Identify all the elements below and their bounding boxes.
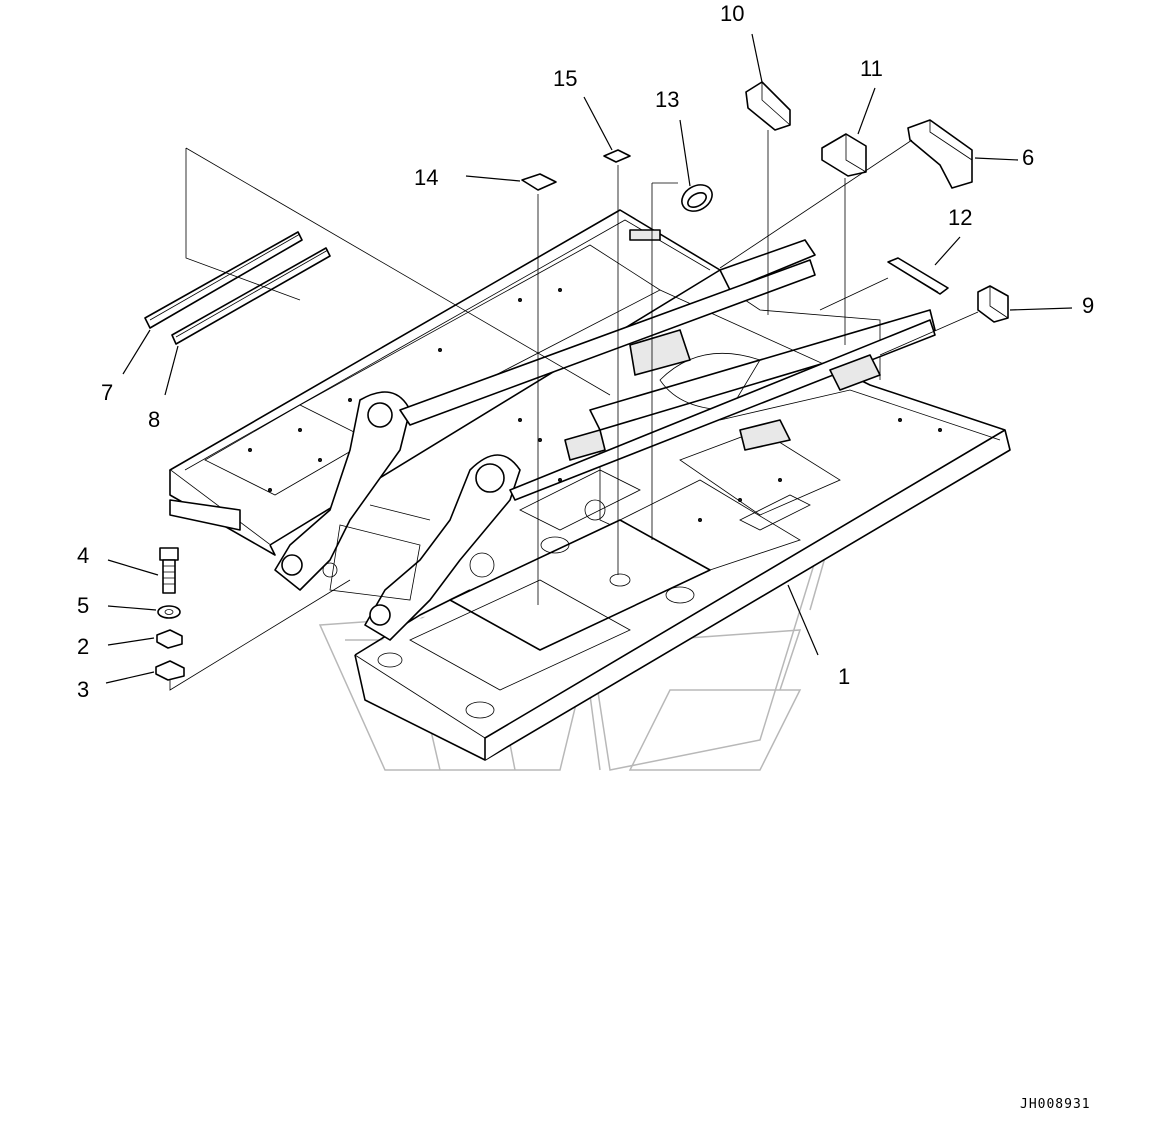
callout-3: 3 (77, 677, 89, 702)
part-9-block (977, 285, 1009, 323)
part-3-shim (155, 660, 185, 681)
callout-11: 11 (860, 56, 883, 81)
part-13-ring (681, 184, 713, 212)
callout-8: 8 (148, 407, 160, 432)
callout-14: 14 (414, 165, 438, 190)
callout-7: 7 (101, 380, 113, 405)
part-4-bolt (159, 547, 179, 594)
callout-12: 12 (948, 205, 972, 230)
part-11-block (821, 133, 867, 177)
callout-10: 10 (720, 1, 744, 26)
part-8-rail (171, 247, 331, 345)
part-5-washer (157, 605, 181, 619)
part-2-plate (156, 629, 183, 649)
revolving-frame (169, 209, 1011, 761)
callout-4: 4 (77, 543, 89, 568)
part-12-bar (887, 257, 949, 295)
callout-labels: 1 2 3 4 5 6 7 8 9 10 11 12 13 14 15 (77, 1, 1094, 702)
callout-2: 2 (77, 634, 89, 659)
callout-1: 1 (838, 664, 850, 689)
part-7-rail (144, 231, 303, 329)
callout-15: 15 (553, 66, 577, 91)
part-6-bracket (907, 119, 973, 189)
document-id: JH008931 (1020, 1097, 1091, 1112)
part-14-plate (521, 173, 557, 191)
callout-5: 5 (77, 593, 89, 618)
callout-6: 6 (1022, 145, 1034, 170)
leader-lines (105, 33, 1073, 691)
callout-13: 13 (655, 87, 679, 112)
part-10-bracket (745, 81, 791, 131)
callout-9: 9 (1082, 293, 1094, 318)
part-15-plate (603, 149, 631, 163)
